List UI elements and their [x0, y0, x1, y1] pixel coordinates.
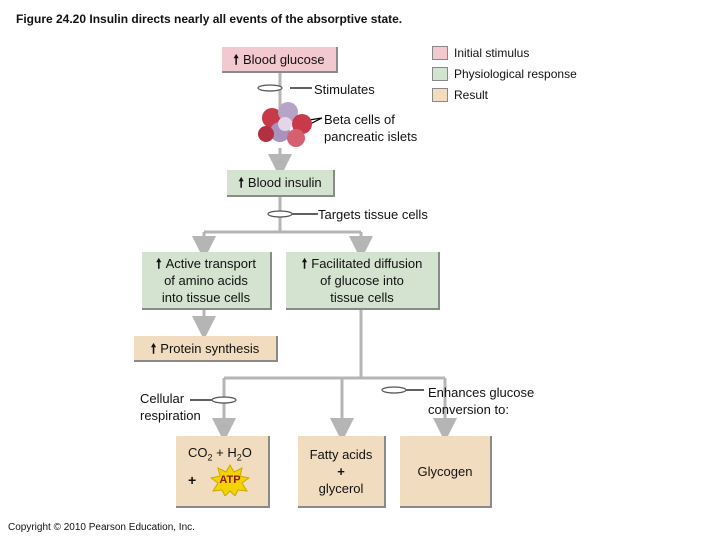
increase-arrow-icon: 🠕 — [301, 255, 308, 271]
protein-synthesis-label: Protein synthesis — [160, 340, 260, 356]
legend-swatch-response — [432, 67, 448, 81]
increase-arrow-icon: 🠕 — [156, 255, 162, 271]
legend-label-initial: Initial stimulus — [454, 46, 530, 60]
cellular-respiration-line-2: respiration — [140, 408, 201, 423]
co2-h2o-atp-box: CO2 + H2O + ATP — [176, 436, 270, 508]
fatty-acids-box: Fatty acids + glycerol — [298, 436, 386, 508]
enhances-line-2: conversion to: — [428, 402, 509, 417]
facilitated-line-3: tissue cells — [330, 289, 394, 305]
targets-label: Targets tissue cells — [318, 207, 428, 222]
fatty-acids-line-3: glycerol — [318, 480, 364, 496]
legend-label-result: Result — [454, 88, 489, 102]
beta-cells-label-1: Beta cells of — [324, 112, 395, 127]
blood-glucose-box: 🠕Blood glucose — [222, 47, 338, 73]
legend-swatch-initial — [432, 46, 448, 60]
glycogen-label: Glycogen — [417, 463, 473, 479]
increase-arrow-icon: 🠕 — [238, 175, 244, 190]
figure-title: Figure 24.20 Insulin directs nearly all … — [16, 12, 403, 26]
fatty-acids-line-1: Fatty acids — [309, 446, 373, 462]
active-transport-line-2: of amino acids — [164, 272, 248, 288]
stimulates-label: Stimulates — [314, 82, 375, 97]
active-transport-line-1: Active transport — [165, 255, 256, 271]
copyright-text: Copyright © 2010 Pearson Education, Inc. — [8, 522, 195, 533]
atp-burst-icon — [210, 464, 250, 496]
protein-synthesis-box: 🠕Protein synthesis — [134, 336, 278, 362]
legend-swatch-result — [432, 88, 448, 102]
beta-cells-illustration — [258, 102, 312, 147]
legend-label-response: Physiological response — [454, 67, 577, 81]
enhances-line-1: Enhances glucose — [428, 385, 535, 400]
cellular-respiration-line-1: Cellular — [140, 391, 185, 406]
blood-glucose-label: Blood glucose — [242, 51, 325, 67]
facilitated-diffusion-box: 🠕Facilitated diffusion of glucose into t… — [286, 252, 440, 310]
glycogen-box: Glycogen — [400, 436, 492, 508]
increase-arrow-icon: 🠕 — [150, 340, 157, 356]
active-transport-line-3: into tissue cells — [161, 289, 251, 305]
atp-label: ATP — [219, 474, 241, 486]
beta-cells-label-2: pancreatic islets — [324, 129, 418, 144]
plus-sign: + — [188, 472, 197, 488]
facilitated-line-2: of glucose into — [320, 272, 404, 288]
blood-insulin-label: Blood insulin — [247, 175, 322, 190]
fatty-acids-plus: + — [337, 463, 345, 479]
blood-insulin-box: 🠕Blood insulin — [227, 170, 335, 197]
co2-h2o-label: CO2 + H2O — [188, 445, 252, 463]
active-transport-box: 🠕Active transport of amino acids into ti… — [142, 252, 272, 310]
increase-arrow-icon: 🠕 — [233, 51, 239, 67]
facilitated-line-1: Facilitated diffusion — [311, 255, 423, 271]
